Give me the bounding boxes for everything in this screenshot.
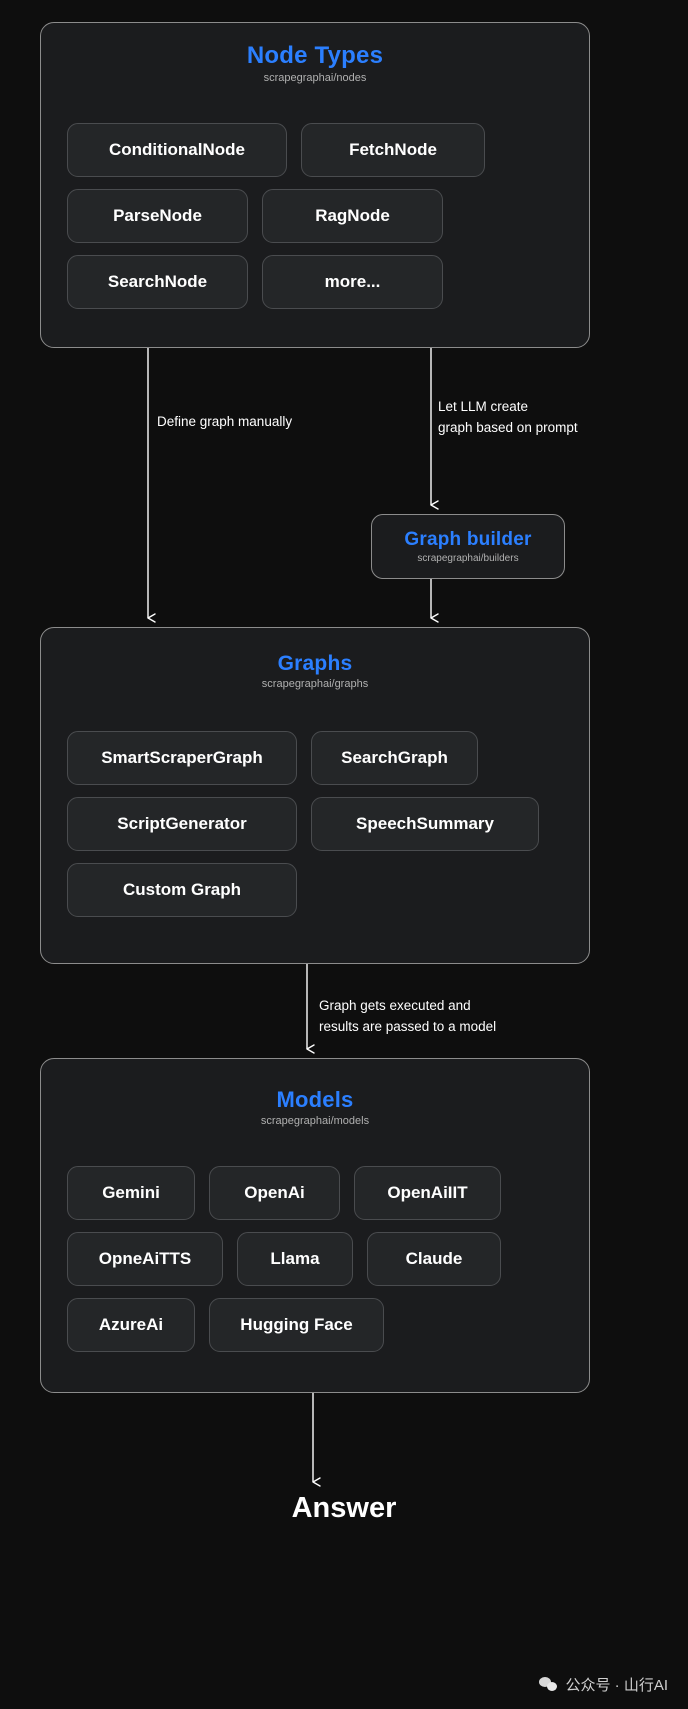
models-title: Models [276, 1087, 354, 1112]
node-chip-more[interactable]: more... [262, 255, 443, 309]
model-chip-hugging-face[interactable]: Hugging Face [209, 1298, 384, 1352]
node-types-panel: Node Types scrapegraphai/nodes Condition… [40, 22, 590, 348]
edge-label-let-llm-create: Let LLM create graph based on prompt [438, 399, 578, 435]
node-chip-ragnode[interactable]: RagNode [262, 189, 443, 243]
node-types-row: ConditionalNode FetchNode [67, 123, 485, 177]
graphs-row: SmartScraperGraph SearchGraph [67, 731, 539, 785]
models-panel: Models scrapegraphai/models Gemini OpenA… [40, 1058, 590, 1393]
graph-builder-subtitle: scrapegraphai/builders [417, 553, 519, 564]
graph-chip-speechsummary[interactable]: SpeechSummary [311, 797, 539, 851]
node-chip-searchnode[interactable]: SearchNode [67, 255, 248, 309]
graph-chip-smartscrapergraph[interactable]: SmartScraperGraph [67, 731, 297, 785]
model-chip-openai[interactable]: OpenAi [209, 1166, 340, 1220]
models-row: Gemini OpenAi OpenAiIIT [67, 1166, 501, 1220]
graph-chip-custom-graph[interactable]: Custom Graph [67, 863, 297, 917]
edge-label-graph-executed: Graph gets executed and results are pass… [319, 998, 497, 1034]
node-chip-fetchnode[interactable]: FetchNode [301, 123, 485, 177]
graphs-row: ScriptGenerator SpeechSummary [67, 797, 539, 851]
answer-label: Answer [291, 1492, 397, 1524]
graph-chip-searchgraph[interactable]: SearchGraph [311, 731, 478, 785]
models-chip-grid: Gemini OpenAi OpenAiIIT OpneAiTTS Llama … [67, 1166, 501, 1352]
model-chip-opneaitts[interactable]: OpneAiTTS [67, 1232, 223, 1286]
model-chip-openaiiit[interactable]: OpenAiIIT [354, 1166, 501, 1220]
node-chip-conditionalnode[interactable]: ConditionalNode [67, 123, 287, 177]
model-chip-gemini[interactable]: Gemini [67, 1166, 195, 1220]
node-types-chip-grid: ConditionalNode FetchNode ParseNode RagN… [67, 123, 485, 309]
node-chip-parsenode[interactable]: ParseNode [67, 189, 248, 243]
node-types-row: ParseNode RagNode [67, 189, 485, 243]
model-chip-claude[interactable]: Claude [367, 1232, 501, 1286]
node-types-subtitle: scrapegraphai/nodes [263, 72, 367, 84]
model-chip-azureai[interactable]: AzureAi [67, 1298, 195, 1352]
watermark: 公众号 · 山行AI [533, 1670, 674, 1699]
edge-label-define-graph-manually: Define graph manually [157, 414, 293, 429]
graph-builder-title: Graph builder [404, 529, 532, 550]
model-chip-llama[interactable]: Llama [237, 1232, 353, 1286]
models-row: OpneAiTTS Llama Claude [67, 1232, 501, 1286]
graphs-panel: Graphs scrapegraphai/graphs SmartScraper… [40, 627, 590, 964]
wechat-icon [539, 1676, 558, 1693]
watermark-text: 公众号 · 山行AI [565, 1677, 668, 1694]
models-row: AzureAi Hugging Face [67, 1298, 501, 1352]
graphs-row: Custom Graph [67, 863, 539, 917]
models-subtitle: scrapegraphai/models [260, 1115, 370, 1127]
graph-chip-scriptgenerator[interactable]: ScriptGenerator [67, 797, 297, 851]
graphs-subtitle: scrapegraphai/graphs [261, 678, 369, 690]
graph-builder-box[interactable]: Graph builder scrapegraphai/builders [371, 514, 565, 579]
graphs-chip-grid: SmartScraperGraph SearchGraph ScriptGene… [67, 731, 539, 917]
node-types-title: Node Types [246, 42, 384, 69]
graphs-title: Graphs [277, 652, 353, 675]
node-types-row: SearchNode more... [67, 255, 485, 309]
